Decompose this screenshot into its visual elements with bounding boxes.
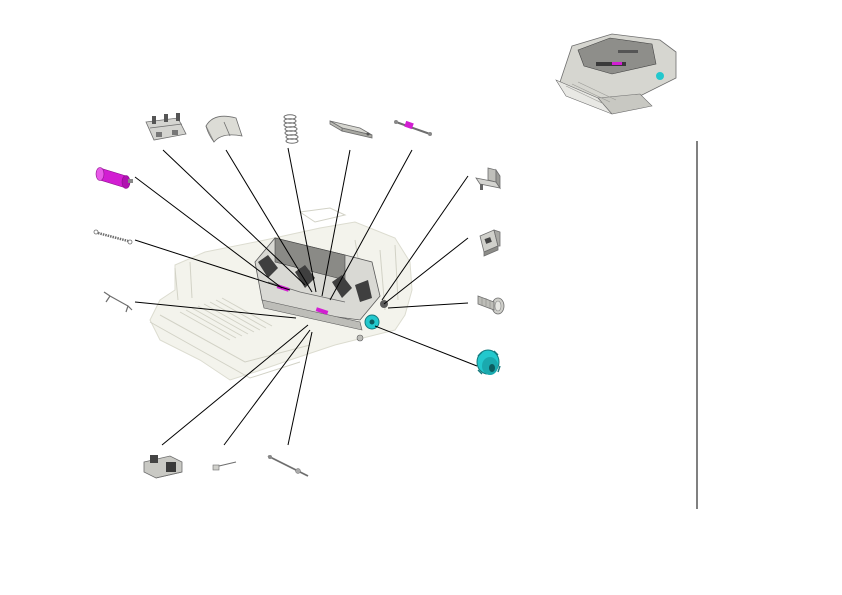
connector-housing-part: [479, 229, 501, 257]
sensor-block-part: [143, 455, 183, 479]
long-pin-part: [267, 455, 309, 477]
roller-guide-part: [145, 113, 187, 141]
callout-lines: [134, 147, 478, 446]
shaft-with-magenta-collar-part: [394, 120, 432, 136]
coil-spring-part: [283, 114, 299, 144]
screw-part: [477, 295, 505, 315]
flat-plate-part: [329, 120, 373, 139]
wire-lever-part: [103, 291, 133, 313]
small-clip-part: [212, 461, 237, 471]
magenta-roller-part: [95, 167, 133, 189]
half-cylinder-cover-part: [205, 115, 243, 143]
printer-overview-thumbnail: [555, 33, 677, 115]
bracket-part: [475, 167, 501, 190]
cyan-gear-part: [476, 349, 501, 375]
extension-spring-part: [93, 229, 133, 245]
